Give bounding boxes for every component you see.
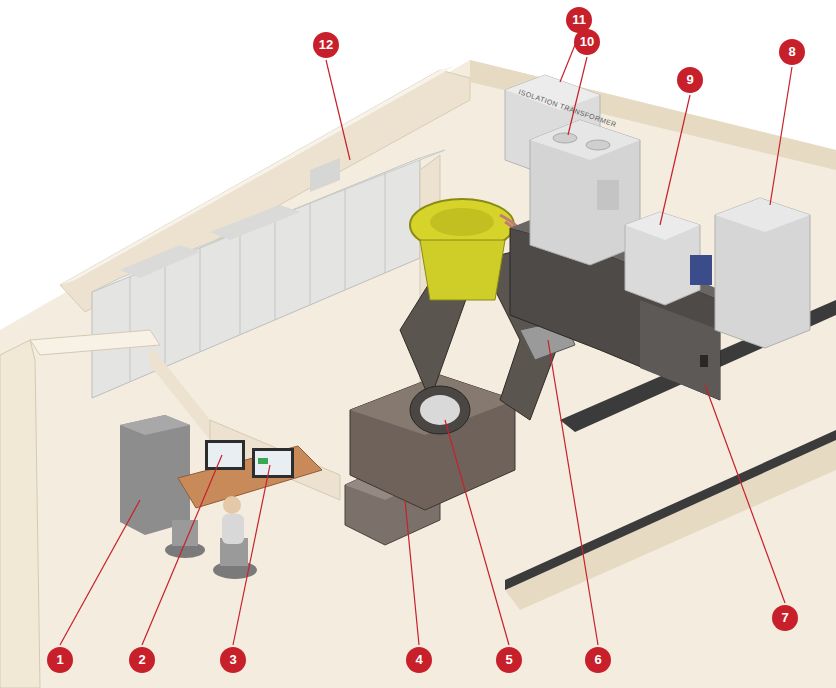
callout-number: 5: [496, 647, 522, 673]
callout-number: 1: [47, 647, 73, 673]
callout-number: 3: [220, 647, 246, 673]
callout-number: 7: [772, 605, 798, 631]
callout-number: 2: [129, 647, 155, 673]
callout-number: 8: [779, 39, 805, 65]
callout-number: 11: [566, 7, 592, 33]
callout-number: 6: [585, 647, 611, 673]
callout-number: 9: [677, 67, 703, 93]
callout-number: 4: [406, 647, 432, 673]
callout-number: 12: [313, 32, 339, 58]
